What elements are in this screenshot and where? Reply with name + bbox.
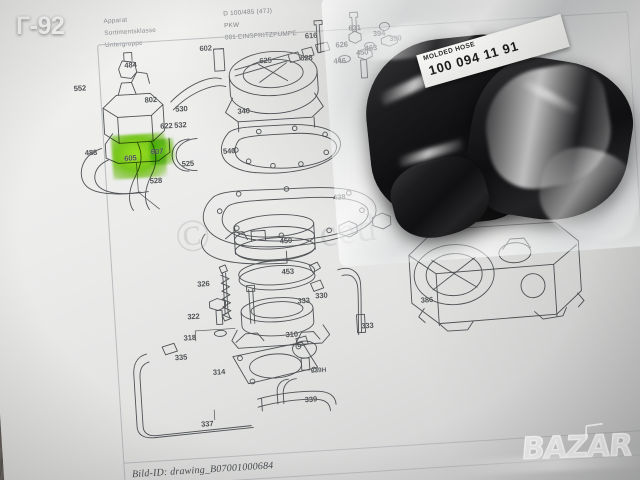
part-number-528: 528 [149, 175, 163, 186]
part-number-628: 628 [299, 53, 313, 63]
part-number-602: 602 [199, 43, 213, 54]
seller-watermark: Г-92 [16, 12, 65, 40]
part-number-552: 552 [73, 83, 87, 94]
part-number-333: 333 [297, 295, 311, 306]
part-number-532: 532 [173, 120, 187, 130]
part-number-330: 330 [314, 290, 328, 301]
bazar-watermark-accent [584, 422, 604, 440]
part-number-453: 453 [281, 266, 295, 277]
part-number-333: 333 [360, 320, 374, 331]
part-number-326: 326 [196, 278, 210, 289]
part-number-802: 802 [144, 94, 158, 105]
header-value-apparat: D 100/485 (47J) [223, 7, 273, 18]
part-number-340: 340 [237, 106, 251, 116]
part-number-310: 310 [285, 329, 299, 340]
part-number-450: 450 [279, 235, 293, 246]
part-number-386: 386 [420, 294, 434, 305]
part-number-339: 339 [304, 394, 318, 405]
part-number-607: 607 [150, 146, 164, 157]
bazar-watermark: BAZAR [520, 427, 634, 467]
part-number-605: 605 [123, 153, 137, 164]
part-number-484: 484 [124, 60, 138, 70]
part-number-616: 616 [304, 30, 318, 41]
part-number-488: 488 [84, 147, 98, 158]
part-number-318: 318 [183, 332, 197, 343]
part-number-322: 322 [187, 311, 200, 322]
header-value-sortimentsklasse: PKW [223, 21, 240, 30]
part-number-335: 335 [174, 352, 188, 363]
part-number-625: 625 [259, 55, 272, 66]
part-number-622: 622 [159, 120, 173, 131]
part-number-339H: 339H [310, 366, 327, 375]
part-number-337: 337 [200, 418, 214, 429]
part-number-530: 530 [174, 103, 188, 114]
header-label-sortimentsklasse: Sortimentsklasse [104, 26, 157, 38]
part-number-314: 314 [212, 367, 226, 377]
part-number-525: 525 [181, 158, 195, 169]
header-label-apparat: Apparat [103, 16, 128, 26]
part-number-540: 540 [222, 146, 236, 156]
